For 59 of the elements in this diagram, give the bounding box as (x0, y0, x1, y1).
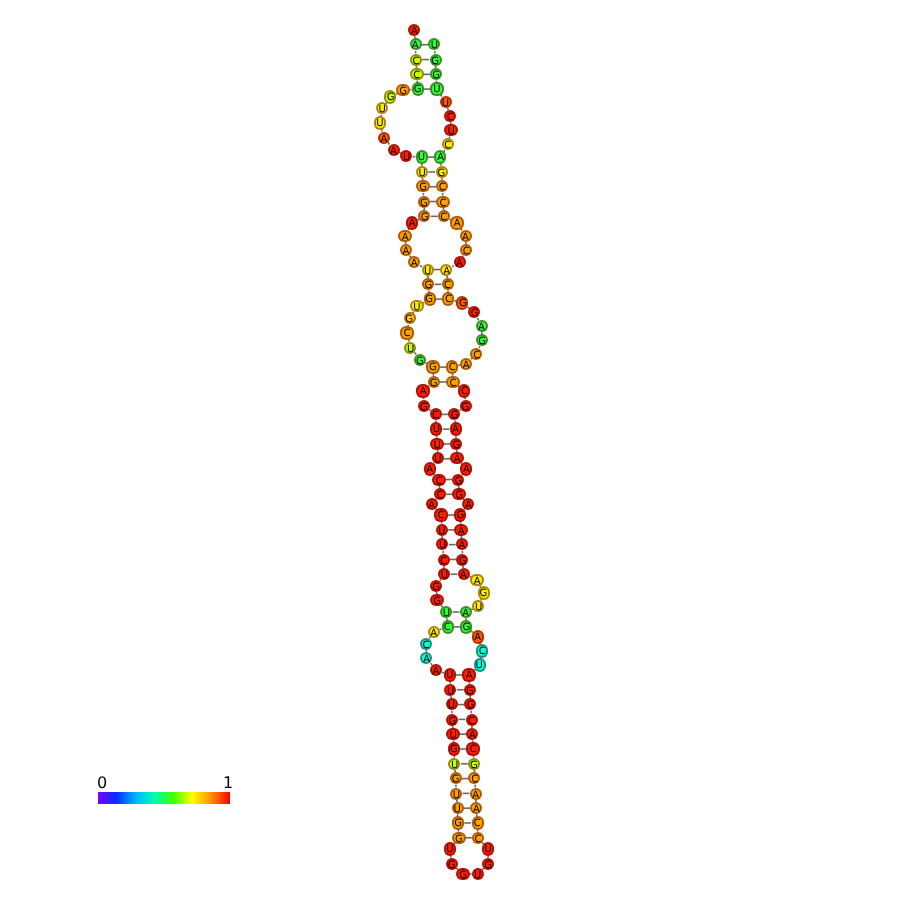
base-pair-line (448, 543, 457, 546)
base-pair-line (439, 381, 448, 383)
base-pair-line (452, 626, 462, 628)
backbone-line (422, 192, 425, 197)
base-pair-line (443, 457, 452, 460)
base-pair-line (426, 156, 436, 158)
backbone-line (441, 192, 444, 197)
backbone-line (456, 813, 459, 818)
base-pair-line (430, 215, 439, 218)
base-pair-line (441, 428, 451, 430)
backbone-line (461, 550, 464, 555)
base-pair-line (455, 674, 464, 676)
backbone-line (412, 155, 416, 158)
base-pair-line (427, 171, 437, 173)
base-pair-line (451, 611, 461, 613)
backbone-line (457, 828, 460, 833)
backbone-line (449, 680, 452, 685)
backbone-line (414, 50, 417, 55)
backbone-line (474, 783, 477, 788)
base-pair-line (447, 529, 456, 531)
backbone-line (418, 264, 423, 268)
backbone-line (408, 254, 412, 259)
backbone-line (440, 671, 445, 674)
base-pair-line (462, 807, 471, 809)
base-pair-line (456, 689, 465, 691)
base-pair-line (420, 43, 430, 46)
base-pair-line (438, 366, 447, 368)
base-pair-line (442, 443, 451, 445)
base-pair-line (434, 298, 443, 300)
backbone-line (451, 372, 454, 377)
backbone-line (470, 630, 474, 634)
backbone-line (440, 604, 444, 608)
backbone-line (460, 535, 463, 540)
base-pair-line (433, 283, 443, 286)
backbone-line (451, 709, 453, 714)
scale-label: 1 (223, 774, 234, 792)
backbone-line (476, 828, 479, 833)
base-pair-line (459, 748, 468, 750)
backbone-line (470, 709, 472, 714)
base-pair-line (464, 837, 473, 839)
base-pair-line (449, 573, 459, 576)
backbone-line (459, 520, 462, 525)
scale-label: 0 (97, 774, 108, 792)
backbone-line (428, 408, 432, 412)
backbone-line (466, 306, 471, 310)
base-pair-line (446, 514, 455, 516)
backbone-line (453, 754, 456, 759)
backbone-line (481, 841, 485, 846)
base-pair-line (458, 733, 467, 735)
backbone-line (452, 739, 455, 744)
backbone-line (446, 106, 450, 111)
backbone-line (476, 317, 480, 322)
backbone-line (448, 135, 451, 140)
base-pair-line (460, 763, 469, 765)
base-pair-line (423, 88, 432, 90)
backbone-line (455, 783, 457, 788)
base-pair-line (463, 822, 472, 824)
backbone-line (455, 867, 460, 871)
base-pair-line (428, 185, 437, 188)
